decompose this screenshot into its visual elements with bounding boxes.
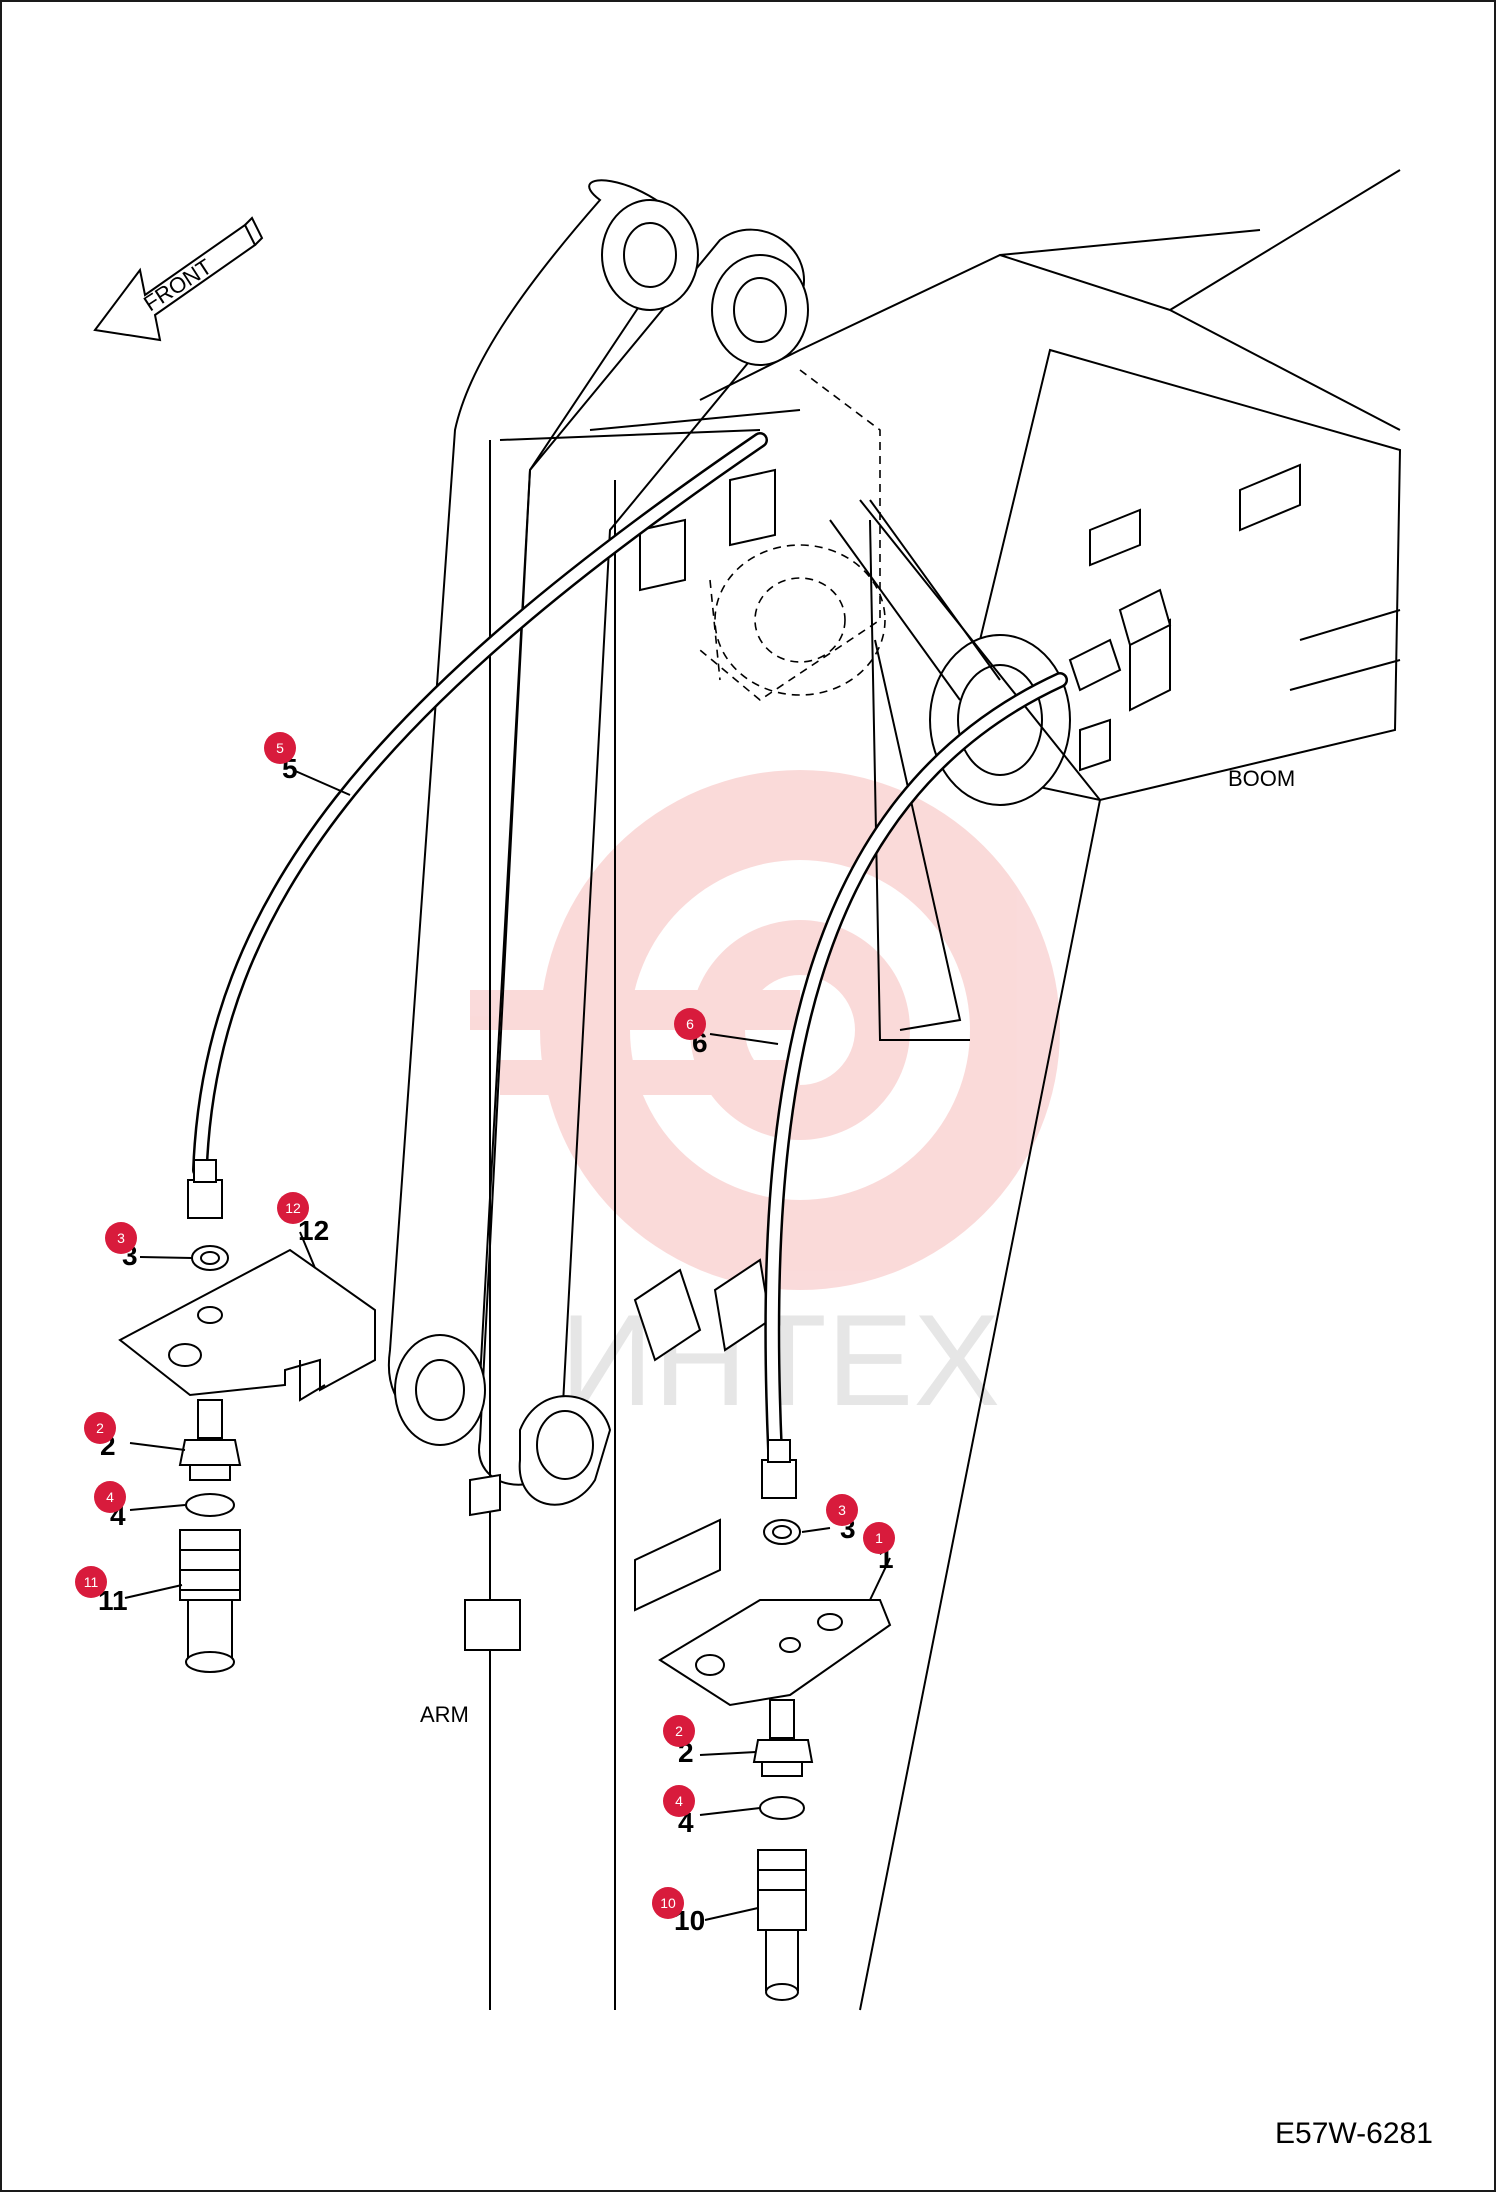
oring-4-right — [759, 1796, 805, 1820]
svg-text:3: 3 — [117, 1230, 125, 1246]
svg-text:4: 4 — [106, 1489, 114, 1505]
nut-3-left — [191, 1245, 229, 1271]
callout-3-left[interactable]: 3 — [105, 1222, 137, 1254]
svg-text:12: 12 — [285, 1200, 301, 1216]
coupler-11 — [179, 1529, 241, 1673]
front-arrow-icon — [93, 216, 264, 342]
drawing-code: E57W-6281 — [1275, 2117, 1433, 2150]
svg-text:10: 10 — [660, 1895, 676, 1911]
svg-text:3: 3 — [838, 1502, 846, 1518]
bracket-12 — [118, 1248, 376, 1402]
boom-structure — [699, 169, 1402, 2011]
coupler-10 — [757, 1849, 807, 2001]
svg-text:1: 1 — [875, 1530, 883, 1546]
arm-structure — [387, 179, 970, 2010]
callout-1[interactable]: 1 — [863, 1522, 895, 1554]
callout-6[interactable]: 6 — [674, 1008, 706, 1040]
hose-5 — [187, 432, 768, 1219]
callout-2-right[interactable]: 2 — [663, 1715, 695, 1747]
callout-3-right[interactable]: 3 — [826, 1494, 858, 1526]
front-label: FRONT — [139, 254, 216, 316]
callout-11[interactable]: 11 — [75, 1566, 107, 1598]
callout-12[interactable]: 12 — [277, 1192, 309, 1224]
nut-3-right — [763, 1519, 801, 1545]
callout-4-right[interactable]: 4 — [663, 1785, 695, 1817]
svg-text:2: 2 — [675, 1723, 683, 1739]
bracket-1 — [658, 1599, 892, 1707]
svg-text:6: 6 — [686, 1016, 694, 1032]
svg-text:2: 2 — [96, 1420, 104, 1436]
callout-10[interactable]: 10 — [652, 1887, 684, 1919]
boom-label: BOOM — [1228, 766, 1295, 791]
watermark-logo — [470, 770, 1060, 1290]
callouts: 5 6 12 3 2 4 11 3 1 2 4 10 — [75, 732, 895, 1919]
callout-2-left[interactable]: 2 — [84, 1412, 116, 1444]
fitting-2-right — [752, 1699, 814, 1777]
svg-text:5: 5 — [276, 740, 284, 756]
fitting-2-left — [178, 1399, 242, 1481]
hidden-lines — [699, 369, 886, 701]
svg-text:4: 4 — [675, 1793, 683, 1809]
leader-lines — [124, 769, 891, 1921]
callout-5[interactable]: 5 — [264, 732, 296, 764]
svg-text:11: 11 — [84, 1574, 99, 1590]
hose-6 — [761, 588, 1172, 1499]
oring-4-left — [185, 1493, 235, 1517]
callout-4-left[interactable]: 4 — [94, 1481, 126, 1513]
arm-label: ARM — [420, 1702, 469, 1727]
